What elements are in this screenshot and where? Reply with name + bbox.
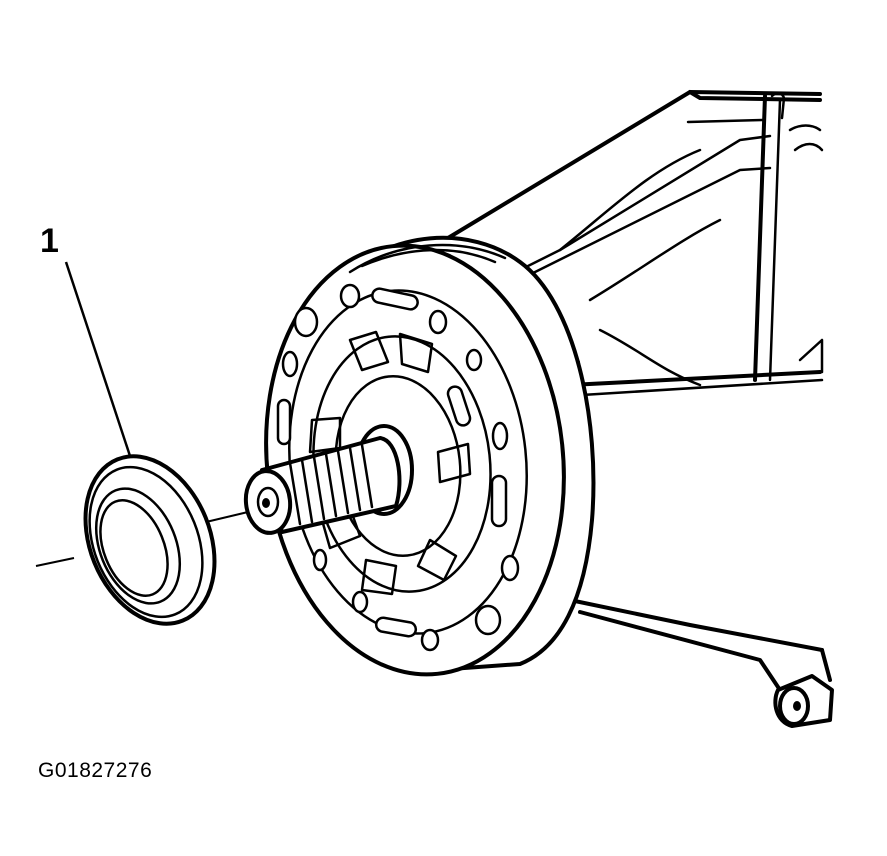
flange-bolt-holes [281,283,520,652]
transmission-case [446,90,834,728]
pump-flange [264,235,596,677]
callout-leader-line [64,261,132,457]
callout-number-1: 1 [40,222,59,260]
figure-id: G01827276 [38,759,153,782]
oil-seal [83,454,217,626]
stator-shaft [243,424,414,535]
